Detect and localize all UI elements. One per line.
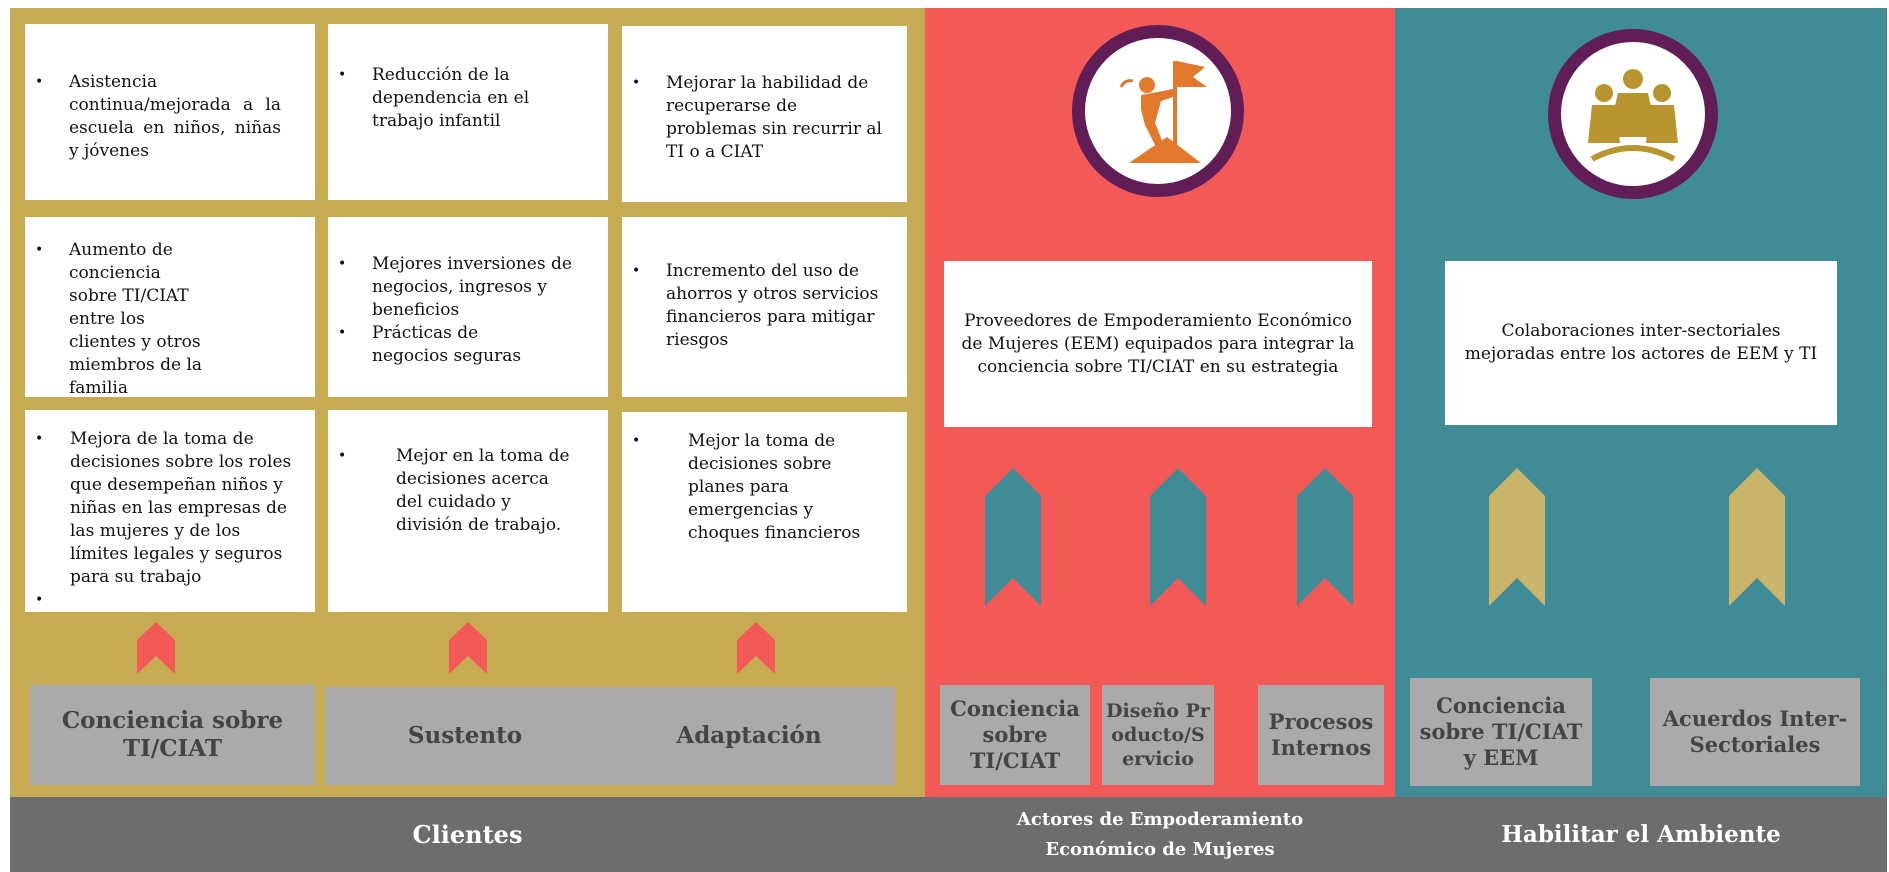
bullet-text: Incremento del uso de ahorros y otros se… (622, 260, 907, 352)
bullet-text: Mejores inversiones de negocios, ingreso… (328, 253, 608, 322)
outcome-box-awareness: Aumento de conciencia sobre TI/CIAT entr… (25, 217, 315, 400)
outcome-box-care: Mejor en la toma de decisiones acerca de… (328, 410, 608, 612)
chevron-up-icon (737, 622, 775, 674)
category-conciencia: Conciencia sobre TI/CIAT (30, 685, 315, 785)
group-people-icon (1588, 69, 1678, 162)
bullet-text: Reducción de la dependencia en el trabaj… (328, 64, 608, 133)
chevron-up-icon (449, 622, 487, 674)
category-diseno: Diseño Producto/Servicio (1102, 685, 1214, 785)
icon-circle (1548, 29, 1718, 199)
bullet-text: Mejor la toma de decisiones sobre planes… (622, 430, 907, 545)
category-procesos: Procesos Internos (1258, 685, 1384, 785)
outcome-box-actores: Proveedores de Empoderamiento Económico … (944, 261, 1372, 427)
bullet-text: Prácticas de negocios seguras (328, 322, 608, 368)
category-conciencia-actores: Conciencia sobre TI/CIAT (940, 685, 1090, 785)
outcome-box-savings: Incremento del uso de ahorros y otros se… (622, 217, 907, 397)
category-acuerdos: Acuerdos Inter-Sectoriales (1650, 678, 1860, 786)
category-adaptacion: Adaptación (603, 687, 895, 785)
chevron-up-icon (1489, 468, 1545, 606)
outcome-box-roles: Mejora de la toma de decisiones sobre lo… (25, 410, 315, 612)
bullet-text: Mejorar la habilidad de recuperarse de p… (622, 72, 907, 164)
outcome-box-ambiente: Colaboraciones inter-sectoriales mejorad… (1445, 261, 1837, 425)
bullet-text: Mejor en la toma de decisiones acerca de… (328, 445, 608, 537)
bullet-text: Asistencia continua/mejorada a la escuel… (25, 71, 315, 163)
outcome-box-school: Asistencia continua/mejorada a la escuel… (25, 24, 315, 200)
outcome-box-recovery: Mejorar la habilidad de recuperarse de p… (622, 26, 907, 202)
chevron-up-icon (1297, 468, 1353, 606)
footer-actores: Actores de Empoderamiento Económico de M… (925, 797, 1395, 872)
outcome-box-child-labor: Reducción de la dependencia en el trabaj… (328, 24, 608, 200)
footer-clientes: Clientes (10, 797, 925, 872)
category-sustento: Sustento (325, 687, 605, 785)
chevron-up-icon (137, 622, 175, 674)
outcome-box-investments: Mejores inversiones de negocios, ingreso… (328, 217, 608, 397)
icon-circle (1072, 25, 1244, 197)
outcome-box-emergencies: Mejor la toma de decisiones sobre planes… (622, 412, 907, 612)
climber-flag-icon (1119, 61, 1207, 163)
category-conciencia-ambiente: Conciencia sobre TI/CIAT y EEM (1410, 678, 1592, 786)
footer-ambiente: Habilitar el Ambiente (1395, 797, 1887, 872)
chevron-up-icon (985, 468, 1041, 606)
chevron-up-icon (1729, 468, 1785, 606)
bullet-text: Aumento de conciencia sobre TI/CIAT entr… (25, 239, 315, 400)
bullet-text: Mejora de la toma de decisiones sobre lo… (25, 428, 315, 589)
chevron-up-icon (1150, 468, 1206, 606)
